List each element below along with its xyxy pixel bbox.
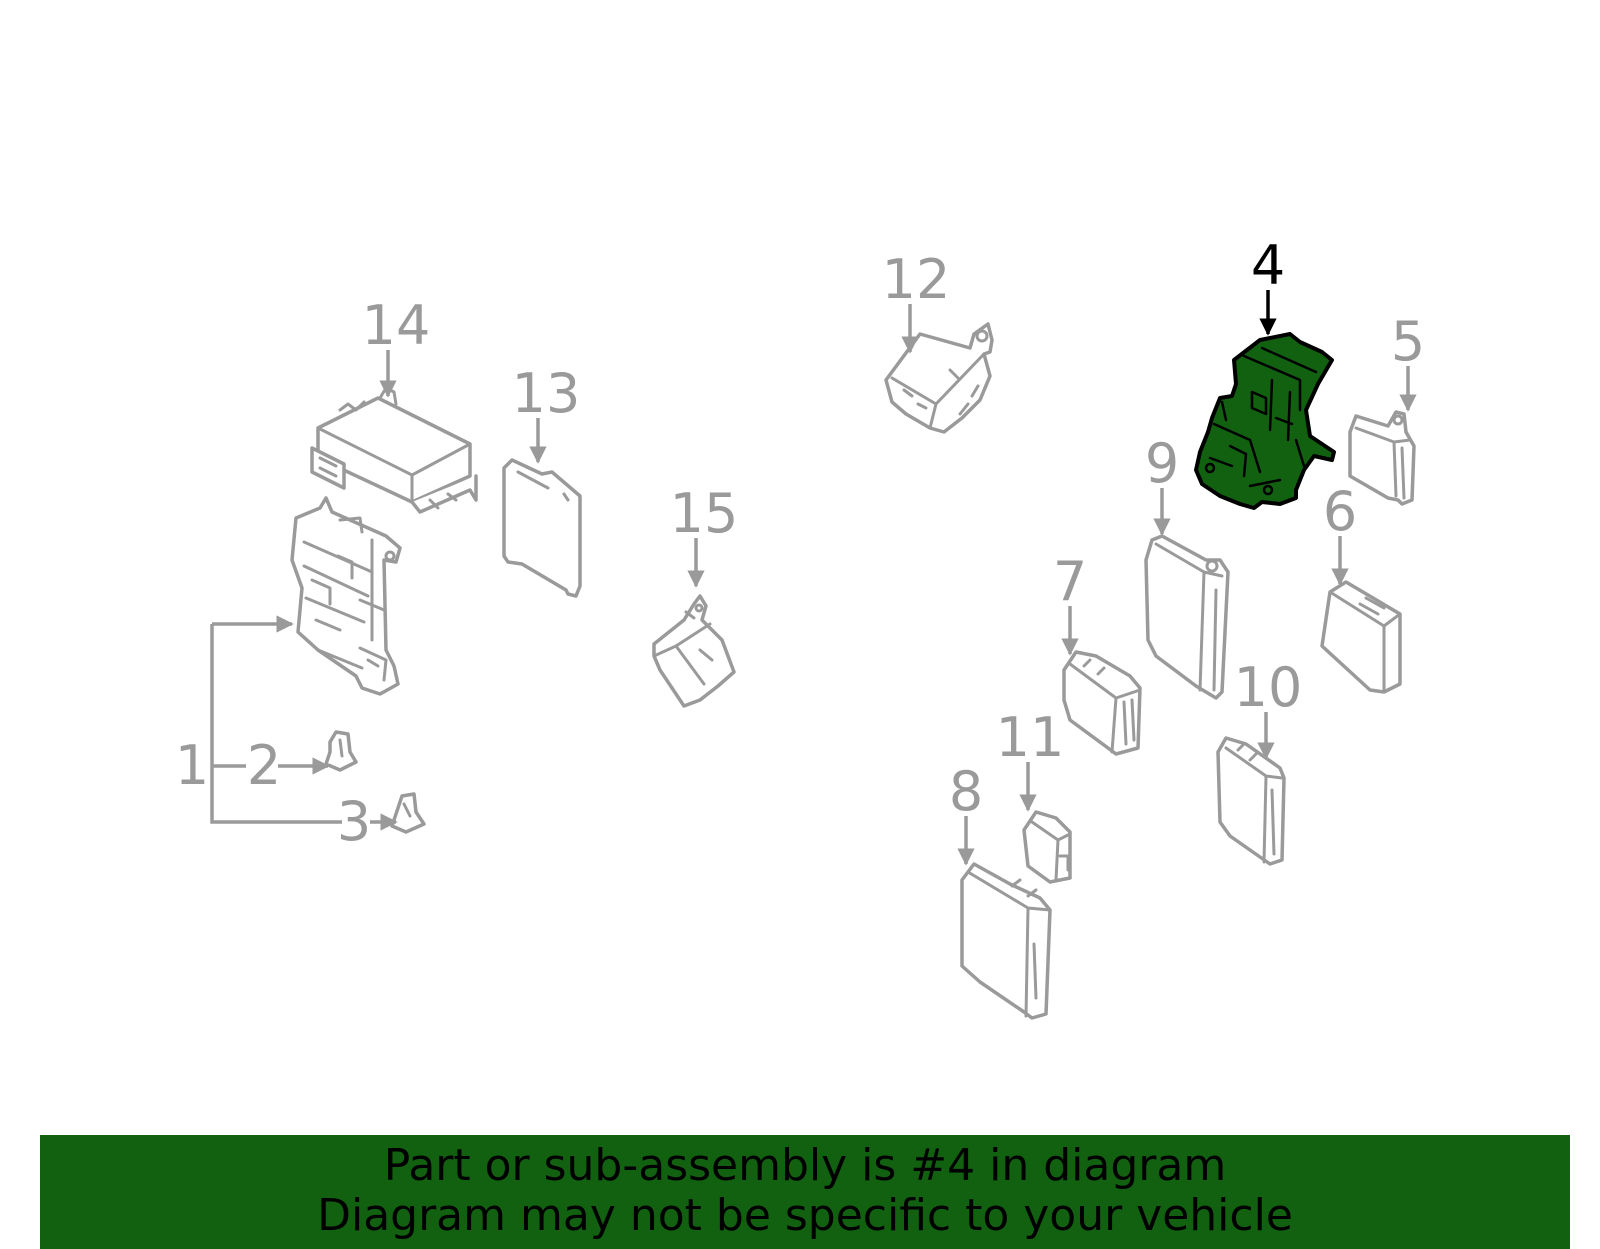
callout-6[interactable]: 6	[1323, 480, 1357, 543]
part-13-module[interactable]	[502, 458, 582, 598]
part-12-module[interactable]	[884, 322, 994, 434]
callout-2[interactable]: 2	[247, 734, 281, 797]
callout-9[interactable]: 9	[1145, 432, 1179, 495]
callout-13[interactable]: 13	[512, 362, 581, 425]
banner-line-1: Part or sub-assembly is #4 in diagram	[383, 1140, 1227, 1191]
part-15-module[interactable]	[652, 594, 736, 708]
part-1-junction-block[interactable]	[290, 496, 402, 696]
part-14-module[interactable]	[310, 386, 478, 514]
banner-line-2: Diagram may not be specific to your vehi…	[317, 1190, 1293, 1241]
part-6-module[interactable]	[1320, 580, 1402, 694]
callout-15[interactable]: 15	[670, 482, 739, 545]
part-2-clip[interactable]	[324, 730, 358, 772]
callout-11[interactable]: 11	[996, 706, 1065, 769]
callout-3[interactable]: 3	[337, 790, 371, 853]
part-3-clip[interactable]	[390, 792, 426, 834]
part-10-module[interactable]	[1216, 736, 1286, 866]
callout-12[interactable]: 12	[882, 248, 951, 311]
callout-1[interactable]: 1	[175, 734, 209, 797]
leader-lines	[210, 290, 1417, 866]
callout-8[interactable]: 8	[949, 760, 983, 823]
callout-7[interactable]: 7	[1053, 550, 1087, 613]
callout-14[interactable]: 14	[362, 294, 431, 357]
info-banner: Part or sub-assembly is #4 in diagram Di…	[40, 1135, 1570, 1249]
callout-5[interactable]: 5	[1391, 310, 1425, 373]
callouts: 1 2 3 4 5 6 7 8 9 10 11 12 13 14 15	[175, 234, 1425, 853]
part-5-module[interactable]	[1348, 410, 1416, 506]
callout-10[interactable]: 10	[1234, 656, 1303, 719]
part-8-module[interactable]	[960, 862, 1052, 1020]
callout-4[interactable]: 4	[1251, 234, 1285, 297]
part-7-module[interactable]	[1062, 650, 1142, 756]
part-11-module[interactable]	[1022, 810, 1072, 884]
part-4-highlighted-assembly[interactable]	[1194, 332, 1336, 510]
part-9-module[interactable]	[1144, 534, 1230, 700]
